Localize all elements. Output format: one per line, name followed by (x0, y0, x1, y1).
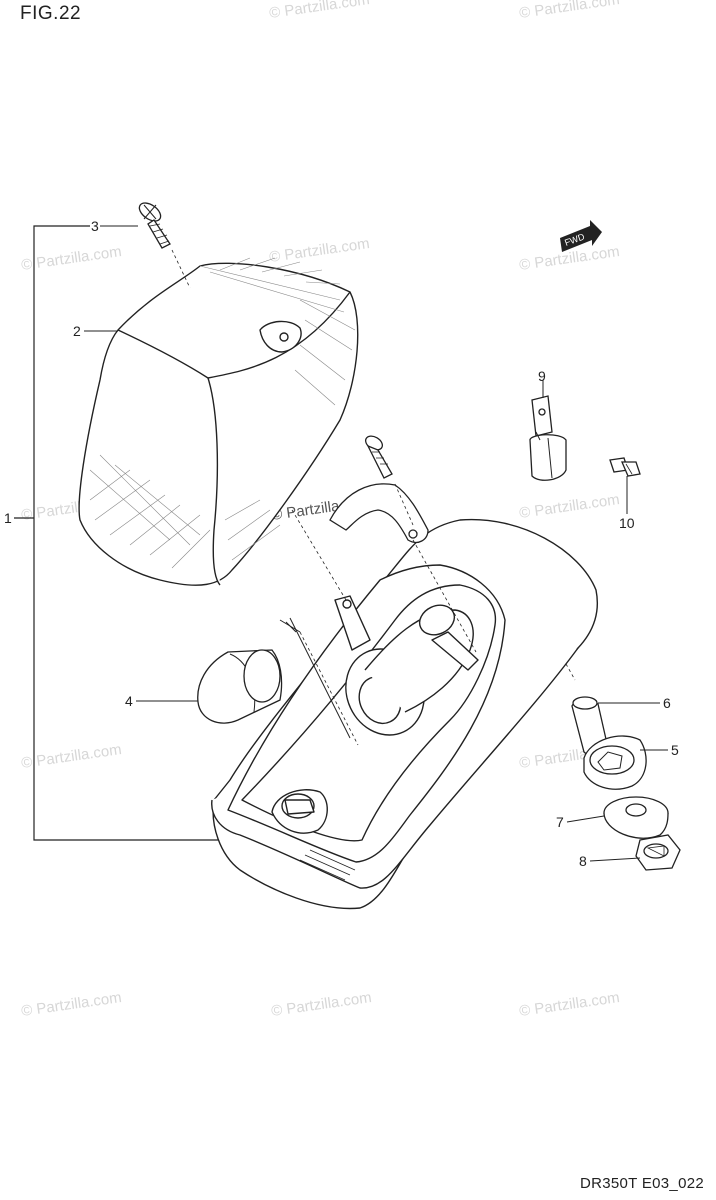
watermark-text: © Partzilla.com (518, 989, 620, 1020)
callout-labels: 3 2 1 4 6 5 7 8 9 10 (4, 218, 679, 869)
watermark-text: © Partzilla.com (20, 741, 122, 772)
diagram-code: DR350T E03_022 (579, 1175, 704, 1192)
screw-part-10 (609, 457, 641, 477)
callout-2: 2 (73, 323, 81, 339)
mount-hardware (565, 663, 681, 871)
bulb-part (197, 619, 359, 746)
watermark-text: © Partzilla.com (20, 243, 122, 274)
clamp-part (291, 435, 477, 653)
assembly-bracket (14, 225, 225, 841)
callout-1: 1 (4, 510, 12, 526)
callout-10: 10 (619, 515, 635, 531)
watermark-text: © Partzilla.com (268, 0, 370, 22)
watermark-text: © Partzilla.com (20, 989, 122, 1020)
watermark-text: © Partzilla.com (270, 989, 372, 1020)
forward-direction-marker: FWD (560, 220, 602, 252)
lens-part (78, 257, 359, 586)
callout-8: 8 (579, 853, 587, 869)
callout-3: 3 (91, 218, 99, 234)
callout-7: 7 (556, 814, 564, 830)
screw-part-3 (138, 202, 191, 289)
callout-5: 5 (671, 742, 679, 758)
leader-lines (84, 225, 668, 862)
watermark-text: © Partzilla.com (518, 0, 620, 22)
housing-part (211, 518, 598, 910)
callout-6: 6 (663, 695, 671, 711)
callout-4: 4 (125, 693, 133, 709)
watermark-text: © Partzilla.com (268, 235, 370, 266)
figure-title: FIG.22 (20, 3, 82, 24)
terminal-part (529, 395, 567, 481)
callout-9: 9 (538, 368, 546, 384)
watermark-text: © Partzilla.com (518, 491, 620, 522)
